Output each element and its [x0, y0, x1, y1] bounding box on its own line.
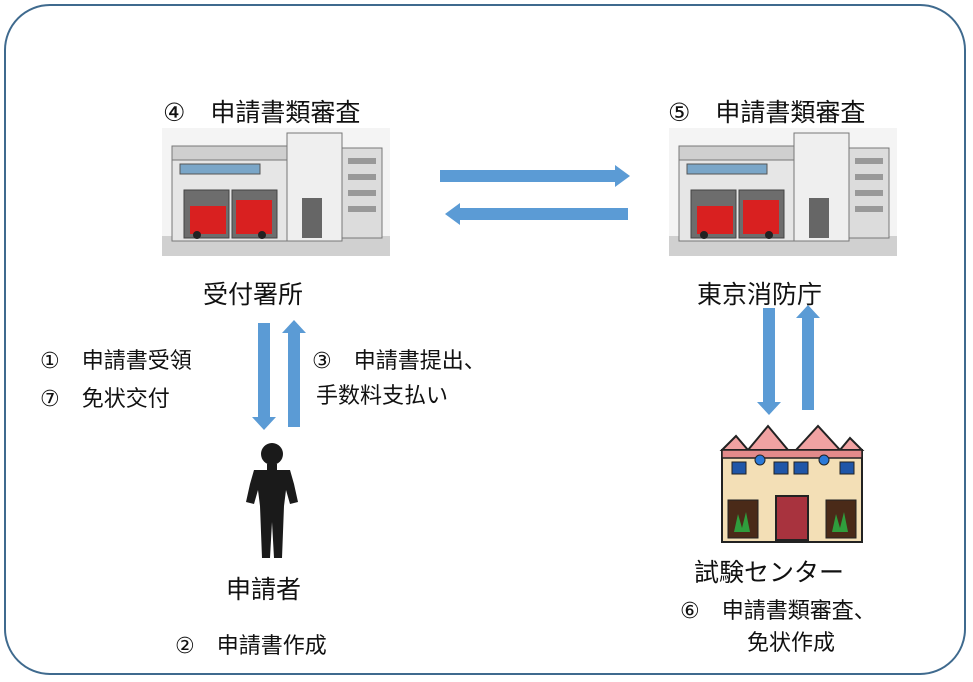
tfd-name: 東京消防庁: [697, 280, 823, 309]
flow-label-receive: ① 申請書受領: [40, 349, 192, 374]
building-icon: [719, 424, 865, 543]
fire-station-icon: [669, 128, 897, 256]
applicant-name: 申請者: [226, 575, 302, 604]
tfd-step-label: ⑤ 申請書類審査: [668, 98, 866, 127]
arrow-left-icon: [445, 203, 628, 225]
test-center-step-line2: 免状作成: [747, 631, 836, 656]
arrow-up-icon: [796, 305, 820, 410]
flow-label-submit: ③ 申請書提出、: [312, 349, 486, 374]
arrow-down-icon: [252, 323, 276, 430]
fire-station-icon: [162, 128, 390, 256]
arrow-up-icon: [282, 320, 306, 427]
reception-step-label: ④ 申請書類審査: [163, 98, 361, 127]
flow-label-issue: ⑦ 免状交付: [40, 387, 170, 412]
arrow-down-icon: [757, 308, 781, 415]
arrow-right-icon: [440, 165, 630, 187]
person-icon: [246, 443, 298, 558]
applicant-step-label: ② 申請書作成: [175, 634, 327, 659]
test-center-name: 試験センター: [694, 558, 845, 587]
test-center-step-line1: ⑥ 申請書類審査、: [680, 599, 876, 624]
reception-name: 受付署所: [203, 280, 304, 309]
flow-label-fee: 手数料支払い: [316, 384, 449, 409]
